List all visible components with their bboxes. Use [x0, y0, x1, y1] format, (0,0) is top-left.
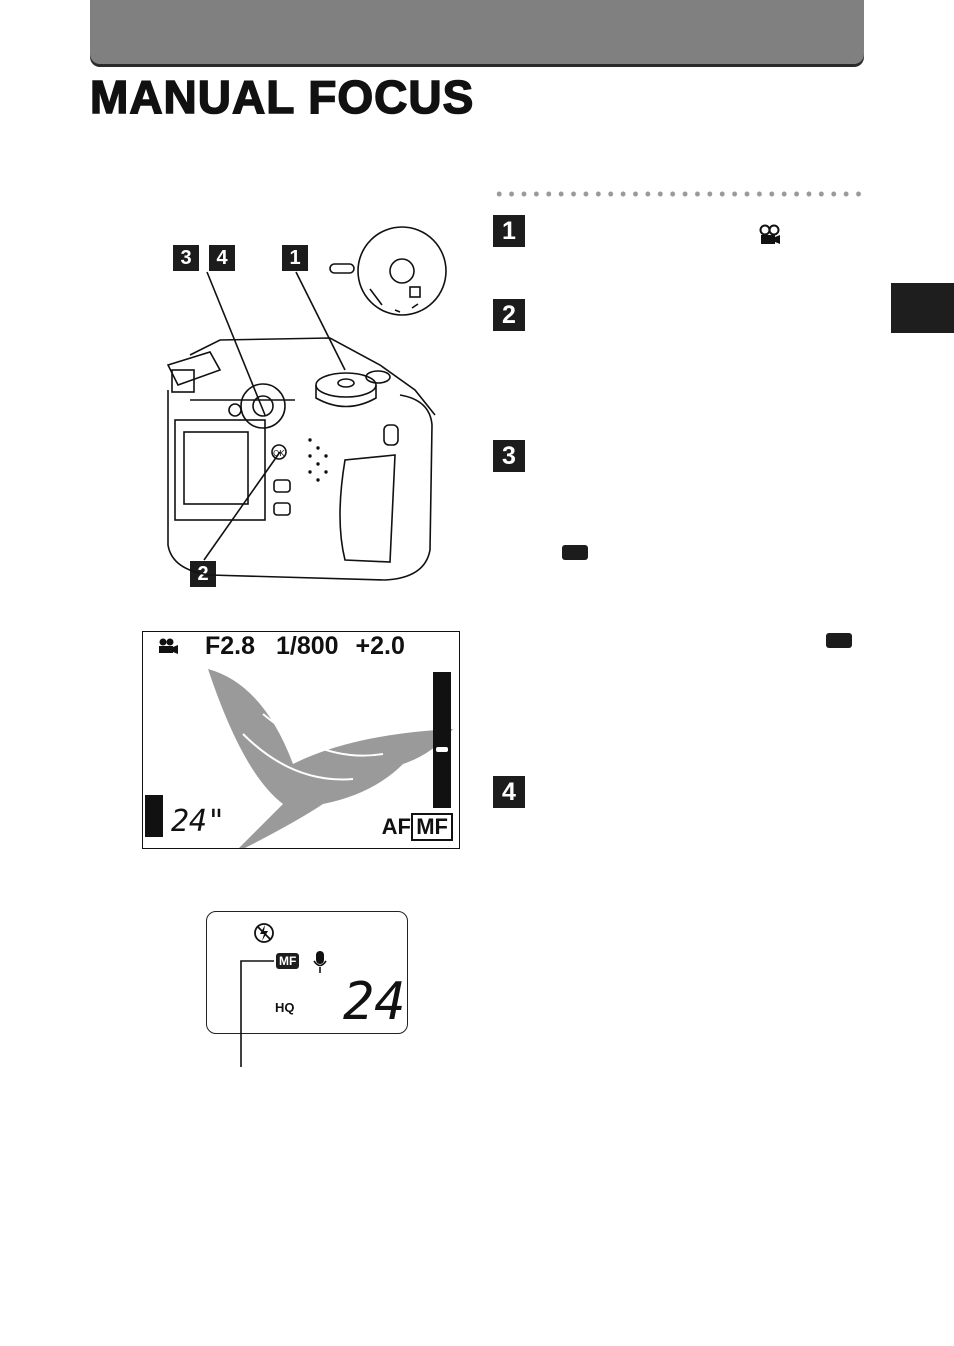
frame-count: 24 [343, 972, 406, 1032]
remaining-seconds: 24" [171, 804, 226, 839]
control-panel: MF HQ 24 [206, 911, 408, 1034]
shutter-value: 1/800 [275, 632, 339, 660]
header-bar [90, 0, 864, 64]
step-3-marker: 3 [493, 440, 525, 472]
chapter-tab [891, 283, 954, 333]
button-key-icon [826, 633, 852, 648]
step-4-marker: 4 [493, 776, 525, 808]
flash-off-icon [254, 923, 274, 943]
button-key-icon [562, 545, 588, 560]
lcd-monitor: F2.8 1/800 +2.0 24" AF MF [142, 631, 460, 849]
mf-badge: MF [276, 953, 300, 969]
quality-label: HQ [275, 1000, 295, 1015]
callout-3: 3 [173, 245, 199, 271]
exposure-readout: F2.8 1/800 +2.0 [205, 632, 405, 661]
step-2-marker: 2 [493, 299, 525, 331]
mf-indicator: MF [411, 813, 453, 841]
focus-indicator [436, 747, 448, 752]
callout-1: 1 [282, 245, 308, 271]
microphone-icon [313, 951, 327, 973]
step-1-marker: 1 [493, 215, 525, 247]
page-title: MANUAL FOCUS [89, 70, 475, 124]
camera-illustration: OK [166, 226, 447, 581]
focus-bar [433, 672, 451, 808]
movie-camera-icon [759, 224, 780, 244]
af-indicator: AF [381, 814, 411, 839]
exposure-comp-value: +2.0 [355, 632, 405, 660]
memory-gauge [145, 795, 163, 837]
aperture-value: F2.8 [205, 632, 256, 660]
callout-4: 4 [209, 245, 235, 271]
svg-text:OK: OK [273, 449, 285, 458]
dotted-divider [493, 191, 865, 197]
bird-image [208, 669, 453, 848]
mf-leader-line [240, 960, 274, 1067]
movie-camera-icon [159, 638, 178, 654]
